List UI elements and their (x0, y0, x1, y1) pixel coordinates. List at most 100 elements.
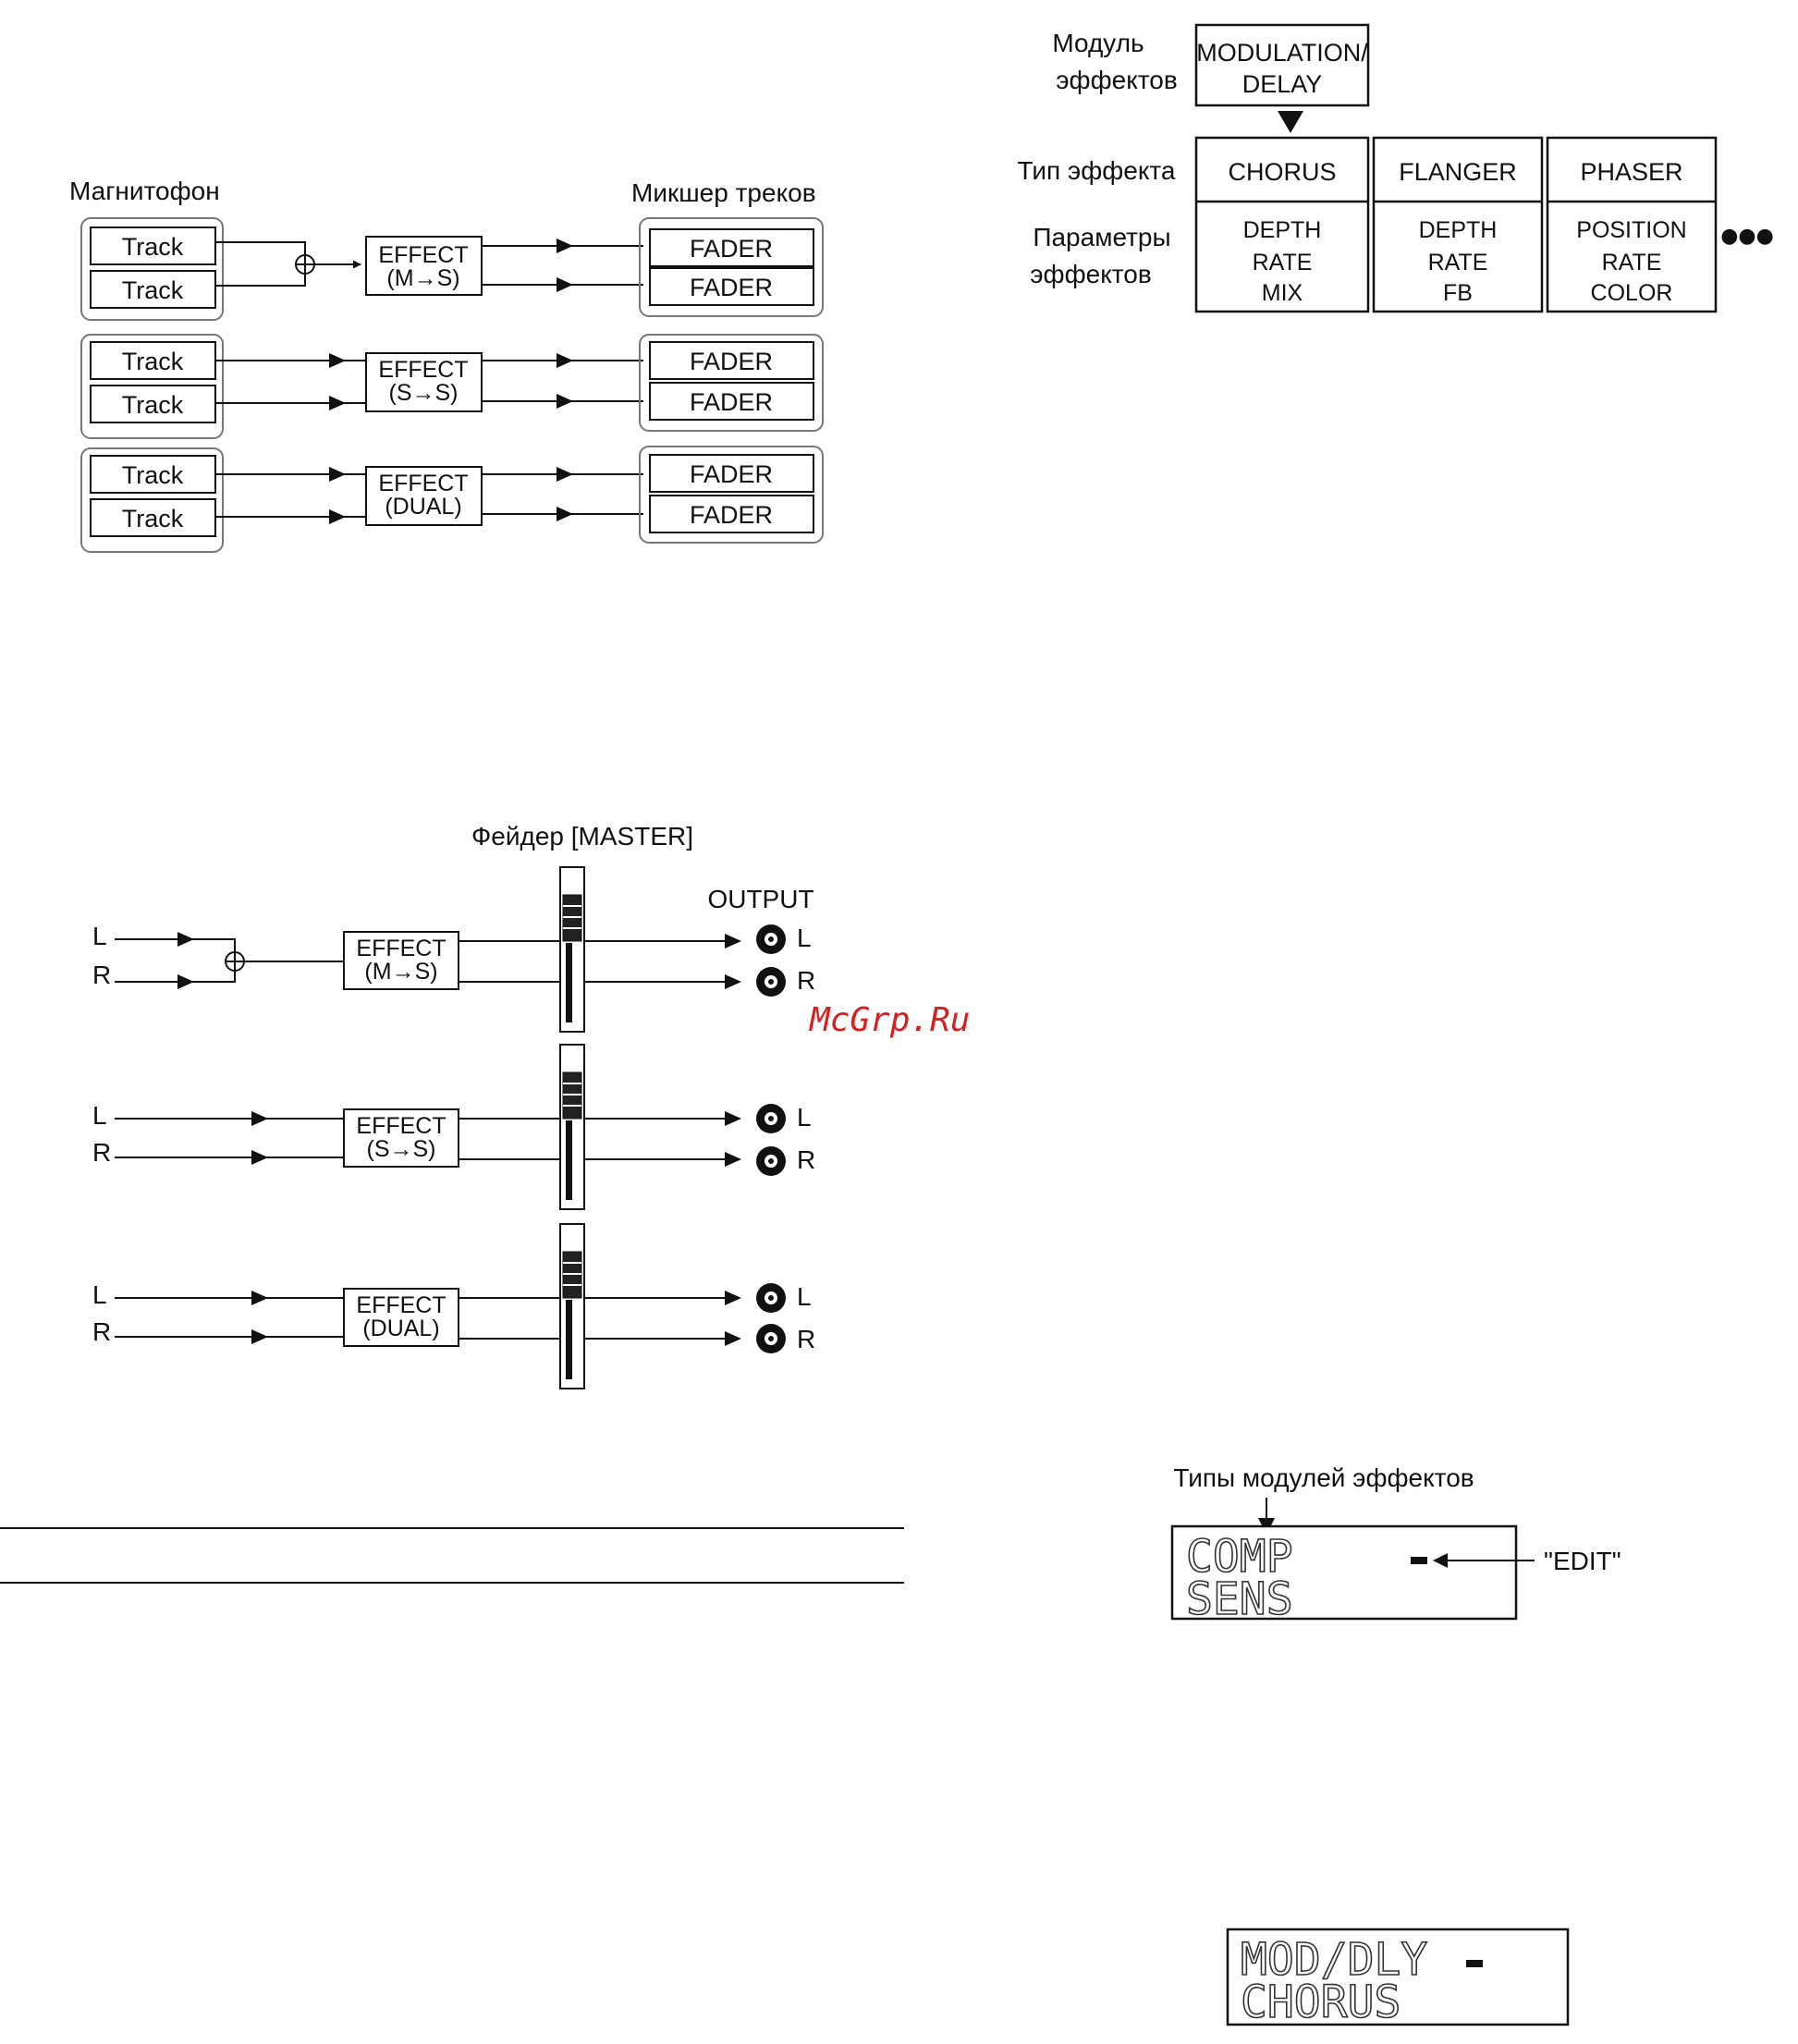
mixer-group-frame (639, 446, 824, 544)
edit-indicator (1466, 1960, 1483, 1967)
input-l-label: L (92, 922, 107, 950)
effect-box (343, 931, 459, 990)
track-box (90, 226, 216, 265)
master-fader (559, 1223, 585, 1389)
track-label: Track (122, 461, 184, 489)
module-box-line2: DELAY (1242, 70, 1323, 98)
fader-label: FADER (690, 235, 773, 263)
effect-type-box (1546, 136, 1718, 313)
fader-track (566, 1300, 572, 1379)
edit-pointer-arrow-icon (1433, 1553, 1448, 1568)
mixer-group-frame (639, 334, 824, 432)
lcd-display-mod-dly: MOD/DLY CHORUS (1226, 1928, 1570, 2029)
effect-param: RATE (1428, 250, 1488, 275)
master-fader (559, 1044, 585, 1210)
input-r-label: R (92, 1317, 111, 1346)
effect-type-name: CHORUS (1228, 158, 1336, 186)
down-arrow-icon (1278, 111, 1303, 133)
effect-param: DEPTH (1419, 217, 1498, 243)
effect-param: FB (1443, 280, 1473, 306)
signal-arrowhead (329, 353, 346, 368)
signal-arrowhead (557, 507, 573, 521)
fader-box (649, 228, 814, 267)
track-box (90, 341, 216, 380)
signal-arrowhead (251, 1291, 268, 1305)
fader-label: FADER (690, 388, 773, 416)
fader-track (566, 943, 572, 1022)
fader-track (566, 1120, 572, 1200)
signal-arrowhead (557, 353, 573, 368)
output-jack-l-icon (756, 924, 786, 954)
input-l-label: L (92, 1280, 107, 1309)
track-label: Track (122, 348, 184, 375)
output-l-label: L (797, 1103, 812, 1132)
effect-type-name: FLANGER (1399, 158, 1517, 186)
signal-arrowhead (725, 1111, 741, 1126)
module-label-line1: Модуль (1052, 29, 1144, 57)
summing-node-cross (296, 255, 314, 274)
recorder-row-stereo-to-stereo: Track Track EFFECT (S→S) FADER FADER (80, 334, 824, 439)
signal-arrowhead (177, 974, 194, 989)
output-jack-l-icon (756, 1104, 786, 1133)
lcd-caption: Типы модулей эффектов (1173, 1463, 1474, 1492)
effect-mode: (S→S) (367, 1136, 436, 1162)
effect-box (365, 466, 483, 526)
signal-arrowhead (725, 1291, 741, 1305)
lcd-display-comp: Типы модулей эффектов COMP SENS "EDIT" (1170, 1463, 1621, 1626)
signal-arrowhead (557, 467, 573, 482)
fader-box (649, 495, 814, 533)
params-label-line1: Параметры (1033, 223, 1170, 251)
lcd-frame (1170, 1524, 1518, 1621)
fader-label: FADER (690, 501, 773, 529)
effect-type-flanger: FLANGER DEPTH RATE FB (1372, 136, 1544, 313)
track-box (90, 270, 216, 309)
master-effect-diagram: Фейдер [MASTER] OUTPUT L R EFFECT (M→S) (92, 822, 815, 1389)
effect-type-box (1372, 136, 1544, 313)
effect-box (343, 1288, 459, 1347)
signal-arrowhead (725, 1331, 741, 1346)
track-box (90, 498, 216, 537)
recorder-row-dual: Track Track EFFECT (DUAL) FADER FADER (80, 446, 824, 553)
recorder-group-frame (80, 447, 224, 553)
params-label-line2: эффектов (1030, 260, 1151, 288)
signal-arrowhead (251, 1111, 268, 1126)
lcd-frame (1226, 1928, 1570, 2026)
effect-label: EFFECT (378, 242, 468, 268)
output-r-label: R (797, 1145, 815, 1174)
mixer-label: Микшер треков (631, 178, 816, 207)
output-jack-r-icon (756, 967, 786, 997)
signal-arrowhead (557, 394, 573, 409)
fader-label: FADER (690, 348, 773, 375)
effect-mode: (S→S) (389, 380, 459, 406)
signal-arrowhead (725, 1152, 741, 1167)
signal-arrowhead (251, 1150, 268, 1165)
fader-label: FADER (690, 274, 773, 301)
effect-label: EFFECT (356, 1292, 446, 1318)
edit-indicator (1411, 1557, 1427, 1564)
track-label: Track (122, 276, 184, 304)
effect-label: EFFECT (378, 357, 468, 383)
effect-label: EFFECT (378, 471, 468, 496)
effect-mode: (DUAL) (385, 494, 461, 520)
lcd-line-2: SENS (1186, 1573, 1293, 1625)
track-label: Track (122, 233, 184, 261)
recorder-effect-diagram: Магнитофон Микшер треков Track Track EFF… (69, 177, 824, 553)
fader-box (649, 454, 814, 493)
effect-label: EFFECT (356, 1113, 446, 1139)
signal-arrowhead (329, 467, 346, 482)
module-box (1194, 23, 1370, 107)
effect-type-label: Тип эффекта (1017, 156, 1175, 185)
recorder-row-mono-to-stereo: Track Track EFFECT (M→S) FADER FADER (80, 217, 824, 321)
recorder-group-frame (80, 334, 224, 439)
effect-box (365, 236, 483, 296)
effect-type-name: PHASER (1580, 158, 1682, 186)
effect-module-hierarchy-diagram: Модуль эффектов MODULATION/ DELAY Тип эф… (1017, 23, 1774, 313)
output-jack-r-icon (756, 1324, 786, 1353)
fader-box (649, 267, 814, 306)
module-label-line2: эффектов (1056, 66, 1177, 94)
fader-label: FADER (690, 460, 773, 488)
effect-type-box (1194, 136, 1370, 313)
input-r-label: R (92, 961, 111, 989)
mix-line (115, 938, 236, 983)
